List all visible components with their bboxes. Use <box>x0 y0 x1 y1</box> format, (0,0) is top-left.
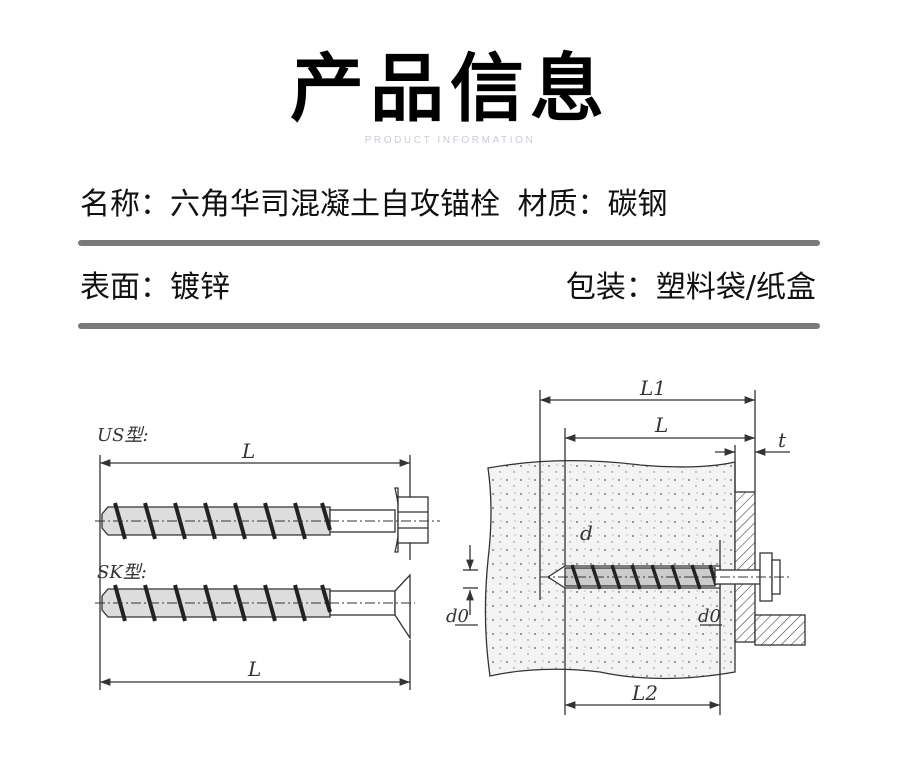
divider <box>78 323 820 329</box>
page-title: 产品信息 <box>290 46 610 132</box>
spec-row-2: 表面：镀锌 包装：塑料袋/纸盒 <box>80 273 820 303</box>
divider <box>78 240 820 246</box>
us-screw <box>95 455 440 690</box>
l2-label: L2 <box>631 681 658 705</box>
d-label: d <box>580 521 593 545</box>
l-label: L <box>654 413 668 437</box>
spec-packaging: 包装：塑料袋/纸盒 <box>565 270 816 305</box>
d0-left-label: d0 <box>446 606 469 627</box>
installation-section <box>455 390 806 715</box>
sk-type-label: SK型: <box>97 562 147 583</box>
spec-name: 名称：六角华司混凝土自攻锚栓 <box>80 187 500 222</box>
spec-surface: 表面：镀锌 <box>80 270 230 305</box>
page-subtitle: PRODUCT INFORMATION <box>364 135 536 146</box>
us-length-label: L <box>241 439 255 463</box>
d0-right-label: d0 <box>698 606 721 627</box>
sk-screw <box>95 573 415 690</box>
us-type-label: US型: <box>97 425 149 446</box>
spec-row-1: 名称：六角华司混凝土自攻锚栓 材质：碳钢 <box>80 190 820 220</box>
t-label: t <box>778 428 787 452</box>
l1-label: L1 <box>639 376 666 400</box>
sk-length-label: L <box>247 657 261 681</box>
spec-material: 材质：碳钢 <box>517 187 668 222</box>
